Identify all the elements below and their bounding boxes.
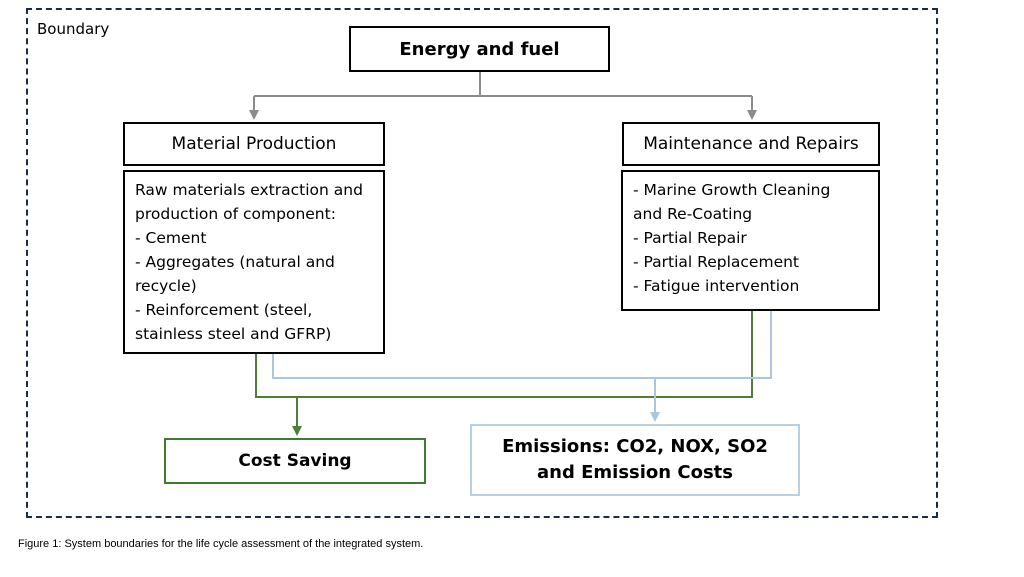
material-line: - Cement — [135, 229, 207, 247]
material-line: recycle) — [135, 277, 197, 295]
maintenance-repairs-details: - Marine Growth Cleaning and Re-Coating … — [621, 170, 880, 311]
green-connector — [255, 311, 753, 398]
emissions-line-1: Emissions: CO2, NOX, SO2 — [502, 436, 768, 457]
blue-connector — [272, 311, 772, 379]
figure-caption: Figure 1: System boundaries for the life… — [18, 538, 424, 550]
boundary-label: Boundary — [37, 20, 110, 38]
maintenance-line: and Re-Coating — [633, 205, 753, 223]
material-line: - Reinforcement (steel, — [135, 301, 313, 319]
maintenance-line: - Partial Repair — [633, 229, 747, 247]
material-production-title: Material Production — [123, 122, 385, 166]
energy-fuel-box: Energy and fuel — [349, 26, 610, 72]
material-line: stainless steel and GFRP) — [135, 325, 332, 343]
material-line: production of component: — [135, 205, 336, 223]
maintenance-repairs-title: Maintenance and Repairs — [622, 122, 880, 166]
material-line: - Aggregates (natural and — [135, 253, 335, 271]
maintenance-line: - Marine Growth Cleaning — [633, 181, 831, 199]
material-line: Raw materials extraction and — [135, 181, 363, 199]
emissions-line-2: and Emission Costs — [537, 462, 733, 483]
cost-saving-box: Cost Saving — [164, 438, 426, 484]
system-boundary — [26, 8, 938, 518]
maintenance-line: - Fatigue intervention — [633, 277, 800, 295]
energy-connector-trunk — [254, 72, 752, 97]
emissions-box: Emissions: CO2, NOX, SO2 and Emission Co… — [470, 424, 800, 496]
maintenance-line: - Partial Replacement — [633, 253, 800, 271]
material-production-details: Raw materials extraction and production … — [123, 170, 385, 354]
